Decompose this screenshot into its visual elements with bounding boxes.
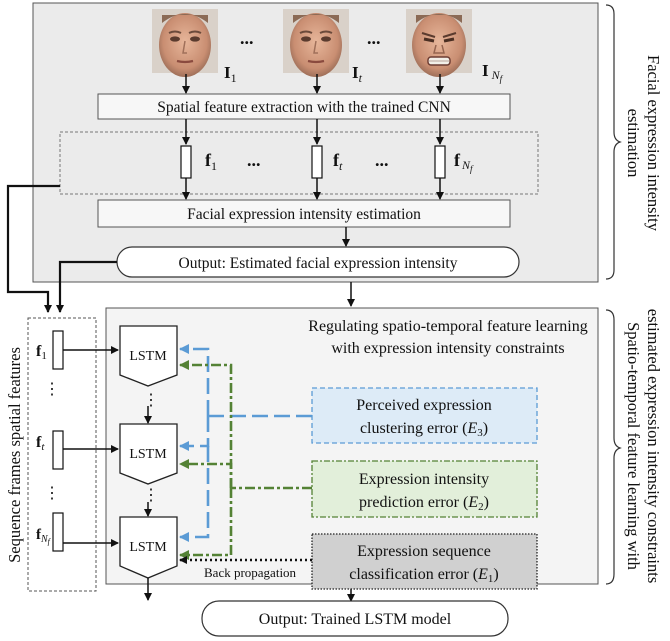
classification-error-line1: Expression sequence: [357, 543, 491, 560]
svg-text:LSTM: LSTM: [129, 540, 167, 555]
regulating-title-1: Regulating spatio-temporal feature learn…: [308, 318, 587, 335]
image-ellipsis-2: ...: [367, 28, 381, 48]
feature-vector-nf: [434, 145, 446, 179]
lstm-dots-2: ⋮: [143, 487, 159, 504]
seq-dots-2: ⋮: [44, 485, 60, 502]
spatial-feature-box: [97, 93, 511, 120]
intensity-error-line1: Expression intensity: [359, 471, 489, 488]
seq-feature-t: [52, 430, 64, 470]
top-side-label-2: estimation: [624, 109, 643, 178]
classification-error-line2: classification error (E1): [349, 566, 498, 585]
seq-label-t: ft: [36, 434, 45, 453]
feature-label-1: f1: [205, 150, 217, 173]
clustering-error-line2: clustering error (E3): [360, 420, 488, 439]
face-image-1: [150, 7, 220, 79]
intensity-estimation-text: Facial expression intensity estimation: [187, 206, 421, 223]
green-feedback-lines: [179, 360, 312, 560]
bottom-brace: [605, 309, 622, 585]
clustering-error-line1: Perceived expression: [356, 397, 492, 414]
top-side-label-1: Facial expression intensity: [644, 55, 663, 232]
seq-feature-1: [52, 330, 64, 370]
output-trained-lstm-text: Output: Trained LSTM model: [259, 611, 452, 628]
clustering-error-box: [311, 387, 538, 444]
lstm-cell-1: LSTM: [119, 325, 178, 387]
top-brace: [605, 4, 622, 280]
bottom-side-label-1: Spatio-temporal feature learning with: [624, 322, 643, 571]
blue-feedback-lines: [179, 344, 312, 542]
svg-text:LSTM: LSTM: [129, 349, 167, 364]
feature-vector-t: [311, 145, 323, 179]
svg-text:LSTM: LSTM: [129, 447, 167, 462]
face-image-t: [281, 7, 351, 79]
seq-label-1: f1: [36, 343, 47, 362]
output-trained-lstm: [201, 600, 509, 637]
lstm-cell-nf: LSTM: [119, 516, 178, 579]
feature-ellipsis-2: ...: [375, 150, 389, 170]
feature-label-t: ft: [333, 150, 343, 173]
bottom-side-label-2: estimated expression intensity constrain…: [644, 309, 663, 584]
seq-feature-nf: [52, 512, 64, 552]
feature-ellipsis-1: ...: [247, 150, 261, 170]
back-propagation-label: Back propagation: [204, 565, 297, 580]
seq-label-nf: fNf: [36, 527, 52, 546]
image-label-1: I1: [224, 63, 237, 85]
lstm-dots-1: ⋮: [143, 392, 159, 409]
classification-error-box: [311, 533, 538, 590]
intensity-error-box: [311, 460, 538, 518]
image-ellipsis-1: ...: [240, 28, 254, 48]
seq-dots-1: ⋮: [44, 381, 60, 398]
regulating-title-2: with expression intensity constraints: [331, 340, 564, 357]
face-image-nf: [404, 7, 474, 79]
image-label-t: It: [352, 63, 363, 85]
output-estimated-intensity-text: Output: Estimated facial expression inte…: [179, 255, 458, 272]
feature-vector-1: [180, 145, 192, 179]
left-side-label: Sequence frames spatial features: [5, 347, 24, 563]
intensity-estimation-box: [97, 199, 511, 228]
spatial-feature-text: Spatial feature extraction with the trai…: [157, 99, 451, 116]
intensity-error-line2: prediction error (E2): [359, 494, 489, 513]
lstm-cell-t: LSTM: [119, 423, 178, 485]
